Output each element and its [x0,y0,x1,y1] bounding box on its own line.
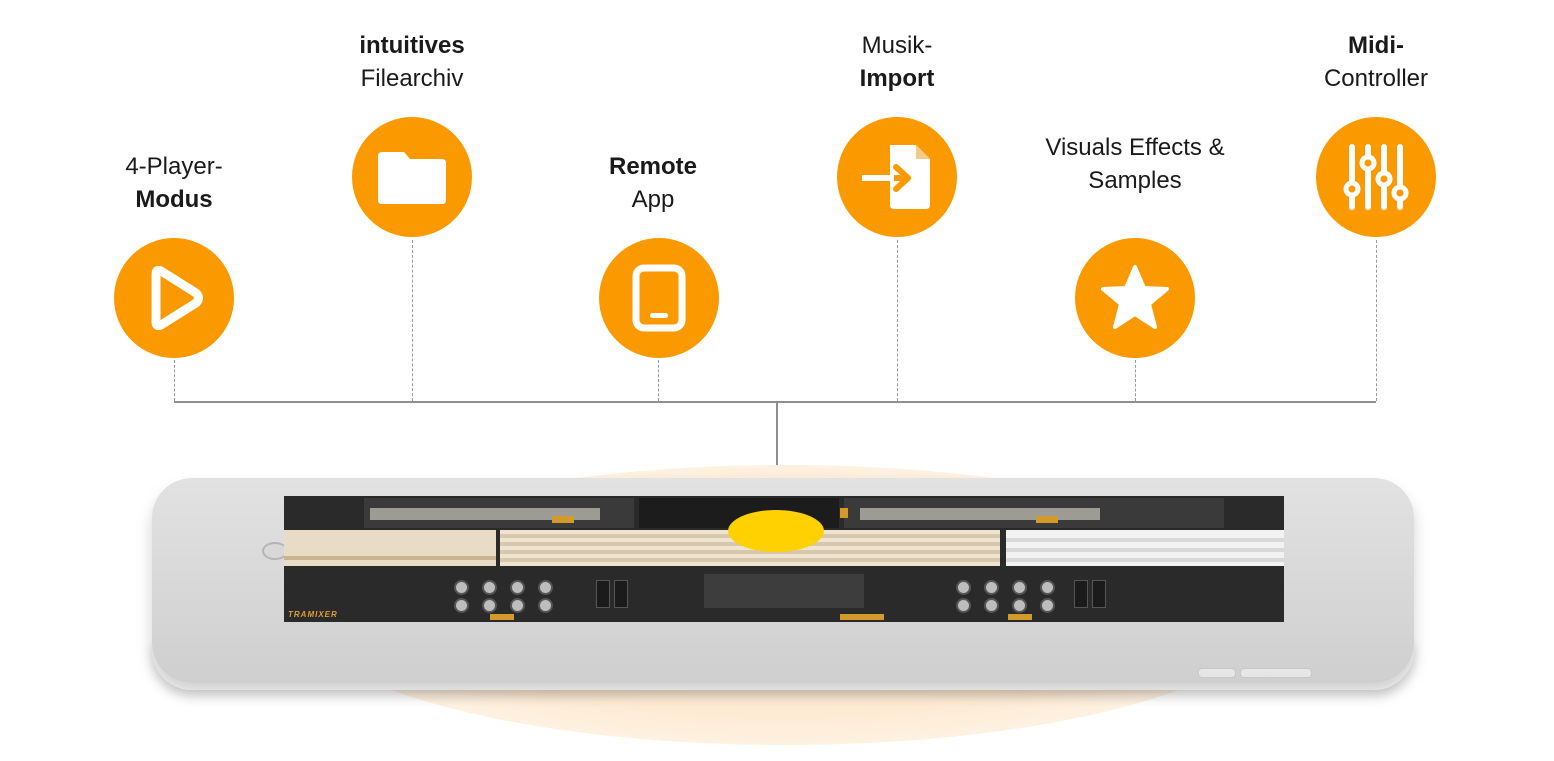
knob [510,580,525,595]
app-logo: TRAMIXER [288,610,338,619]
knob [538,580,553,595]
label-midi: Midi- Controller [1324,29,1428,95]
horizontal-connector [174,401,1376,403]
knob [1040,580,1055,595]
knob [454,598,469,613]
label-midi-line2: Controller [1323,65,1429,92]
connector-import [897,240,898,401]
deck-left-display [370,508,600,520]
mixer-center [704,574,864,608]
knob [956,598,971,613]
bottom-tab-center [840,614,884,620]
fader [614,580,628,608]
label-visuals-line2: Samples [1088,167,1182,194]
label-import-line1: Musik- [861,32,933,59]
play-icon [151,266,203,330]
feature-import[interactable] [837,117,957,237]
knob [956,580,971,595]
volume-button-left [1198,668,1236,678]
label-player: 4-Player- Modus [125,150,222,216]
fader [1092,580,1106,608]
knob [984,580,999,595]
sample-grid [1006,530,1284,566]
highlight-dot [728,510,824,552]
deck-right-display [860,508,1100,520]
knob [538,598,553,613]
folder-list [284,530,496,566]
feature-player[interactable] [114,238,234,358]
feature-midi[interactable] [1316,117,1436,237]
label-player-line1: 4-Player- [125,153,223,180]
connector-remote [658,360,659,401]
label-archive: intuitives Filearchiv [359,29,464,95]
label-archive-line2: Filearchiv [360,65,464,92]
sliders-icon [1343,144,1409,210]
label-visuals: Visuals Effects & Samples [1045,131,1224,197]
knob [1012,580,1027,595]
file-import-icon [862,145,930,209]
feature-remote[interactable] [599,238,719,358]
deck-right-button [1036,516,1058,523]
tablet-icon [632,264,686,332]
connector-midi [1376,240,1377,401]
deck-left-button [552,516,574,523]
fader [596,580,610,608]
label-import: Musik- Import [860,29,935,95]
fader [1074,580,1088,608]
connector-archive [412,240,413,401]
connector-player [174,360,175,401]
connector-visuals [1135,360,1136,401]
knob [510,598,525,613]
knob [454,580,469,595]
knob [482,580,497,595]
label-midi-line1: Midi- [1348,32,1404,59]
folder-icon [378,152,446,204]
label-player-line2: Modus [135,186,213,213]
knob [1012,598,1027,613]
deck-right-marker [840,508,848,518]
label-remote-line2: App [631,186,675,213]
label-visuals-line1: Visuals Effects & [1045,134,1225,161]
knob [984,598,999,613]
volume-button-right [1240,668,1312,678]
label-archive-line1: intuitives [359,32,465,59]
label-remote: Remote App [609,150,697,216]
star-icon [1101,265,1169,329]
knob [482,598,497,613]
label-remote-line1: Remote [608,153,698,180]
bottom-tab-left [490,614,514,620]
feature-visuals[interactable] [1075,238,1195,358]
feature-archive[interactable] [352,117,472,237]
label-import-line2: Import [859,65,935,92]
bottom-tab-right [1008,614,1032,620]
knob [1040,598,1055,613]
